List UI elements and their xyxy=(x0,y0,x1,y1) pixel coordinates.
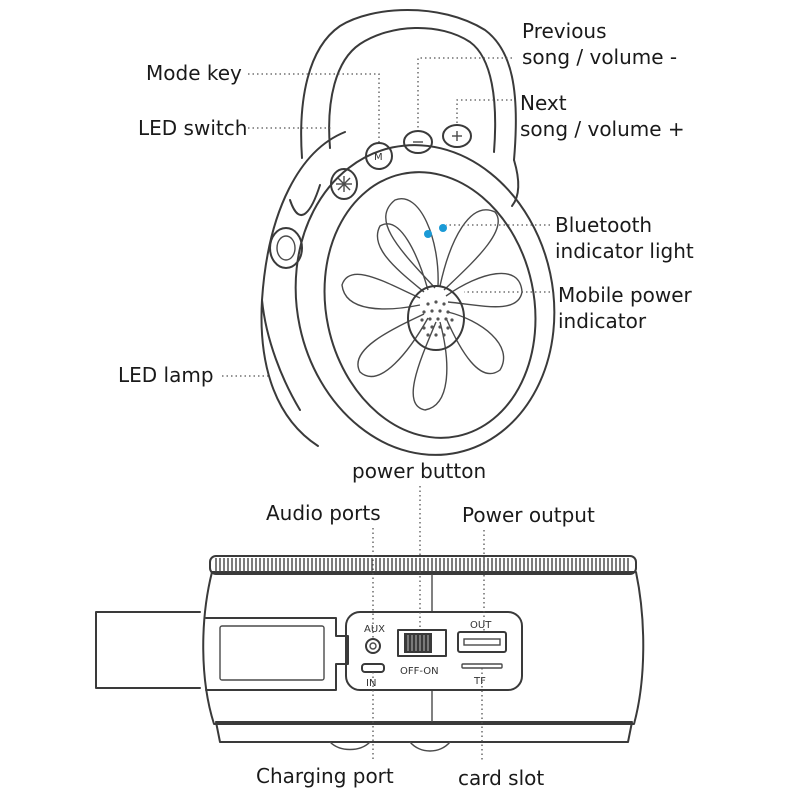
petal-grille xyxy=(341,198,523,411)
out-marking: OUT xyxy=(470,620,492,631)
mobile-power-indicator-dots xyxy=(420,300,454,337)
speaker-bottom-view: AUX IN OFF-ON OUT TF xyxy=(95,555,645,752)
bottom-leader-lines xyxy=(372,486,485,762)
handle-strap-inner xyxy=(328,27,497,153)
speaker-front-rim xyxy=(294,144,556,456)
charging-port-label: Charging port xyxy=(256,764,394,788)
audio-ports-label: Audio ports xyxy=(266,501,381,525)
tf-marking: TF xyxy=(473,676,486,687)
plus-icon xyxy=(452,131,462,141)
side-window xyxy=(205,617,349,691)
led-switch-button[interactable] xyxy=(330,168,358,200)
next-label-line2: song / volume + xyxy=(520,117,685,141)
previous-label-line2: song / volume - xyxy=(522,45,678,69)
knurled-rim xyxy=(209,555,637,575)
micro-usb-charging-port[interactable] xyxy=(361,663,385,673)
mode-key-label: Mode key xyxy=(146,61,242,85)
bluetooth-label-line1: Bluetooth xyxy=(555,213,653,237)
top-leader-lines xyxy=(222,57,550,377)
card-slot-label: card slot xyxy=(458,766,545,790)
mobile-power-label-line1: Mobile power xyxy=(558,283,692,307)
led-lamp-label: LED lamp xyxy=(118,363,214,387)
next-volume-up-button[interactable] xyxy=(442,124,472,148)
port-panel xyxy=(345,611,523,691)
usb-power-output-port[interactable] xyxy=(457,631,507,653)
led-switch-label: LED switch xyxy=(138,116,248,140)
knurl-lines xyxy=(215,558,629,572)
in-marking: IN xyxy=(366,678,376,689)
led-lamp-inner xyxy=(276,235,296,261)
power-switch-slider[interactable] xyxy=(404,633,432,653)
mode-key-button[interactable] xyxy=(365,142,393,170)
led-lamp-outer xyxy=(269,227,303,269)
speaker-grille-ring xyxy=(323,171,537,439)
mobile-power-indicator-disk xyxy=(407,285,465,351)
mode-button-letter: M xyxy=(374,152,383,163)
bottom-strap xyxy=(95,611,201,689)
bluetooth-indicator-light-1 xyxy=(424,230,432,238)
bluetooth-label-line2: indicator light xyxy=(555,239,694,263)
previous-volume-down-button[interactable] xyxy=(403,130,433,154)
bottom-body xyxy=(202,571,645,725)
power-output-label: Power output xyxy=(462,503,595,527)
next-label-line1: Next xyxy=(520,91,567,115)
previous-label-line1: Previous xyxy=(522,19,607,43)
power-button-label: power button xyxy=(352,459,487,483)
aux-marking: AUX xyxy=(364,624,385,635)
mobile-power-label-line2: indicator xyxy=(558,309,647,333)
tf-card-slot[interactable] xyxy=(461,663,503,669)
speaker-top-view: M xyxy=(260,9,556,456)
handle-strap xyxy=(300,9,517,161)
power-switch[interactable] xyxy=(397,629,447,657)
bluetooth-indicator-light-2 xyxy=(439,224,447,232)
led-switch-icon xyxy=(336,176,352,192)
off-on-marking: OFF-ON xyxy=(400,666,439,677)
aux-port[interactable] xyxy=(365,638,381,654)
